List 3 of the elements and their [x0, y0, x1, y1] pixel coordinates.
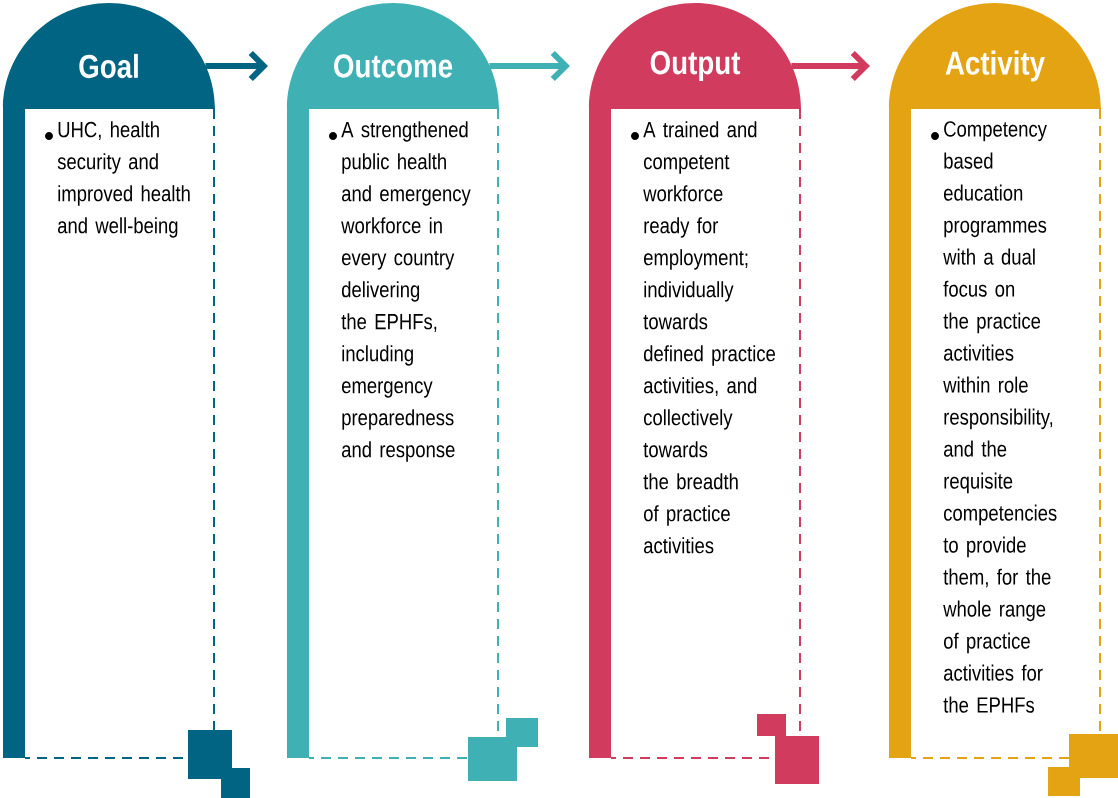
arrow	[489, 50, 570, 82]
arrow	[205, 50, 268, 82]
arrow	[791, 50, 870, 82]
